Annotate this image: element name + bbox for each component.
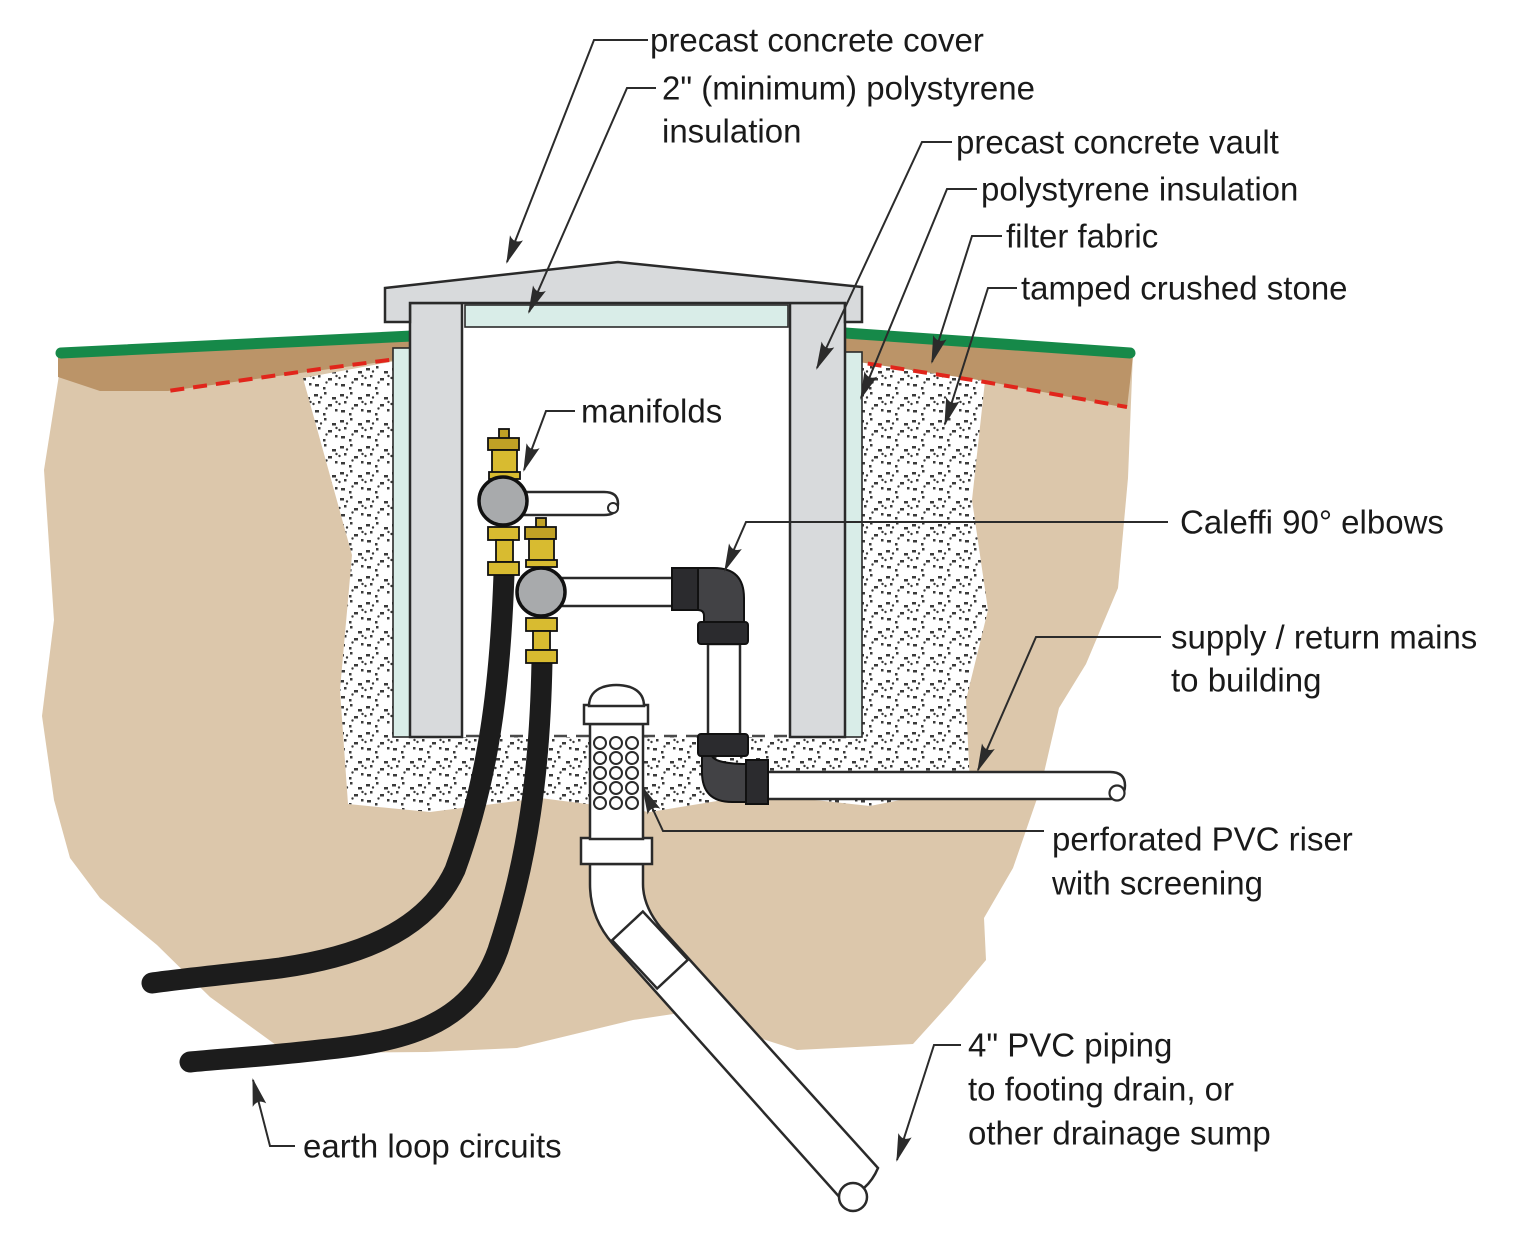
drain-pipe-break-curl <box>837 1181 869 1213</box>
topsoil-band-right <box>845 337 1133 408</box>
earth-loop-hose-1 <box>141 563 515 994</box>
vault-interior <box>412 303 845 737</box>
leader-elbows <box>724 521 1168 572</box>
label-pvc4-line2: to footing drain, or <box>968 1071 1234 1108</box>
label-manifolds: manifolds <box>581 393 722 430</box>
filter-fabric-dashed-right <box>844 358 1128 409</box>
labels: precast concrete cover 2" (minimum) poly… <box>303 22 1477 1165</box>
caleffi-elbow-lower <box>697 733 769 805</box>
label-mains-line1: supply / return mains <box>1171 619 1477 656</box>
polystyrene-strip-left <box>392 347 411 738</box>
leader-side-insulation <box>860 188 977 400</box>
manifold-lower <box>515 517 567 664</box>
caleffi-elbow-upper <box>671 567 749 645</box>
manifold-body <box>477 475 529 527</box>
leader-lines <box>252 39 1168 1162</box>
leader-riser <box>642 786 1044 832</box>
leader-mains <box>977 636 1161 772</box>
air-vent-icon <box>524 517 558 568</box>
label-mains-line2: to building <box>1171 662 1321 699</box>
label-elbows: Caleffi 90° elbows <box>1180 504 1444 541</box>
leader-earth-loops <box>252 1078 295 1147</box>
leader-crushed-stone <box>944 287 1017 426</box>
grass-strip-right <box>839 327 1136 359</box>
air-vent-icon <box>487 428 521 480</box>
upper-pipe-end-curl <box>607 502 619 514</box>
label-vault: precast concrete vault <box>956 124 1279 161</box>
manifold-body <box>515 566 567 618</box>
label-precast-cover: precast concrete cover <box>650 22 984 59</box>
label-earth-loops: earth loop circuits <box>303 1128 562 1165</box>
leader-filter-fabric <box>931 235 1002 364</box>
label-riser-line1: perforated PVC riser <box>1052 821 1353 858</box>
mains-pipe-break-curl <box>1108 784 1126 802</box>
upper-manifold-pipe <box>522 490 620 517</box>
loop-valve-icon <box>487 526 520 576</box>
riser-perforations <box>593 736 639 810</box>
riser-coupling <box>579 836 654 866</box>
grass-strip-left <box>55 330 418 359</box>
riser-cap-band <box>582 703 650 726</box>
leader-vault <box>816 141 952 370</box>
label-pvc4-line3: other drainage sump <box>968 1115 1271 1152</box>
lower-manifold-pipe <box>558 576 678 608</box>
precast-cover <box>383 260 864 324</box>
label-top-insulation-line2: insulation <box>662 113 801 150</box>
label-riser-line2: with screening <box>1051 865 1263 902</box>
leader-pvc4 <box>896 1044 961 1162</box>
earth-loop-hose-2 <box>179 650 553 1073</box>
riser-cap-dome <box>587 683 646 708</box>
perforated-pvc-riser <box>579 683 880 1213</box>
supply-return-mains-pipe <box>764 770 1127 801</box>
label-side-insulation: polystyrene insulation <box>981 171 1298 208</box>
drain-pipe-coupling <box>610 909 690 991</box>
leader-top-insulation <box>528 87 656 314</box>
polystyrene-strip-right <box>844 351 863 738</box>
leader-precast-cover <box>506 39 648 264</box>
vault-wall-left <box>408 301 464 739</box>
leader-manifolds <box>523 410 575 472</box>
label-pvc4-line1: 4" PVC piping <box>968 1027 1172 1064</box>
loop-valve-icon <box>525 617 558 664</box>
label-crushed-stone: tamped crushed stone <box>1021 270 1348 307</box>
elbow-riser-pipe <box>706 642 742 738</box>
label-filter-fabric: filter fabric <box>1006 218 1158 255</box>
polystyrene-top-panel <box>464 304 789 328</box>
vault-wall-right <box>788 301 847 739</box>
manifold-upper <box>477 428 529 576</box>
label-top-insulation-line1: 2" (minimum) polystyrene <box>662 70 1035 107</box>
filter-fabric-dashed-left <box>167 355 413 393</box>
